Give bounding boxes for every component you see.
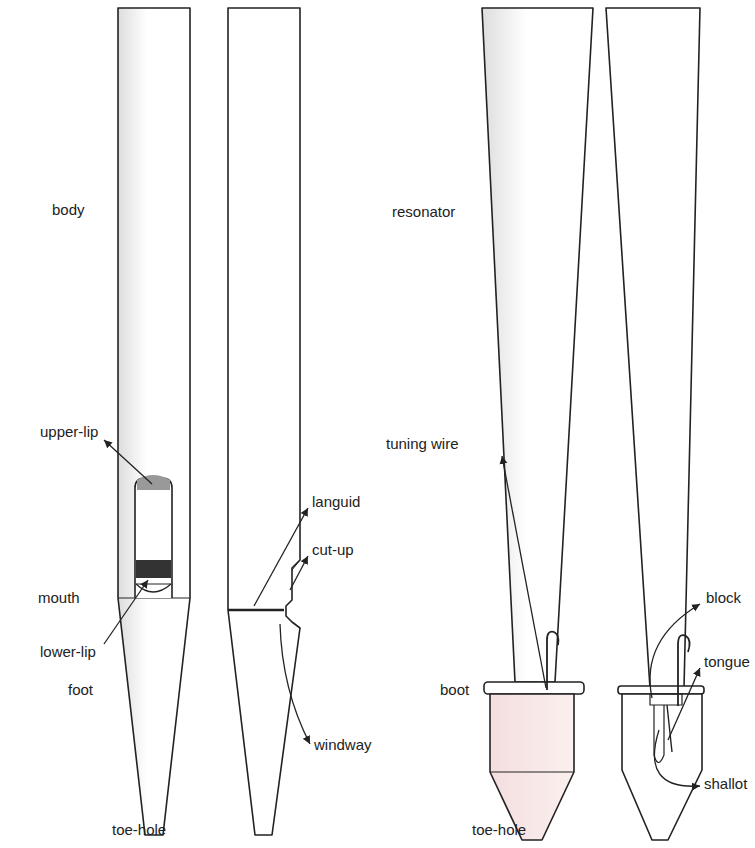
part-label: shallot: [704, 775, 747, 793]
collar: [484, 682, 584, 694]
tongue: [667, 705, 672, 752]
part-label: tongue: [704, 653, 750, 671]
part-label: upper-lip: [40, 423, 98, 441]
part-label: mouth: [38, 589, 80, 607]
boot: [490, 694, 574, 840]
part-label: lower-lip: [40, 643, 96, 661]
part-label: windway: [314, 736, 372, 754]
part-label: cut-up: [312, 541, 354, 559]
shallot: [654, 705, 664, 763]
part-label: tuning wire: [386, 435, 459, 453]
part-label: languid: [312, 493, 360, 511]
upper-lip-shading: [137, 475, 170, 490]
mouth: [135, 478, 172, 598]
part-label: block: [706, 589, 741, 607]
part-label: foot: [68, 681, 93, 699]
tuning-wire: [547, 632, 559, 690]
leader-lines: [104, 440, 700, 786]
flue-pipe-side: [228, 8, 300, 835]
part-label: toe-hole: [112, 821, 166, 839]
part-label: body: [52, 201, 85, 219]
boot-side: [622, 694, 702, 840]
part-label: boot: [440, 681, 469, 699]
flue-pipe-body: [118, 8, 190, 835]
part-label: resonator: [392, 203, 455, 221]
resonator-side: [606, 8, 700, 688]
resonator: [482, 8, 593, 682]
lower-lip-band: [136, 560, 171, 578]
part-label: toe-hole: [472, 821, 526, 839]
